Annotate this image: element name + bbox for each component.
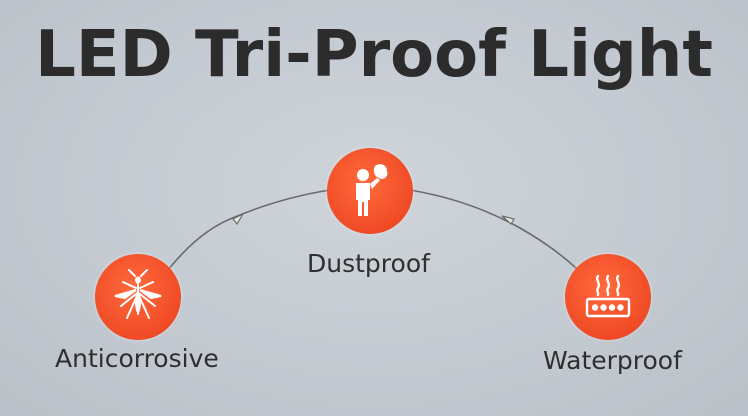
heat-waves-icon bbox=[585, 274, 631, 318]
waterproof-label: Waterproof bbox=[543, 346, 682, 375]
mosquito-icon bbox=[114, 269, 162, 319]
arrowhead-left bbox=[232, 212, 245, 226]
dustproof-label: Dustproof bbox=[307, 249, 430, 278]
anticorrosive-node bbox=[95, 254, 181, 340]
person-wiping-icon bbox=[356, 164, 388, 216]
waterproof-node bbox=[565, 254, 651, 340]
anticorrosive-label: Anticorrosive bbox=[55, 344, 219, 373]
page-title: LED Tri-Proof Light bbox=[35, 18, 713, 92]
arrowhead-right bbox=[501, 215, 515, 225]
dustproof-node bbox=[327, 148, 413, 234]
